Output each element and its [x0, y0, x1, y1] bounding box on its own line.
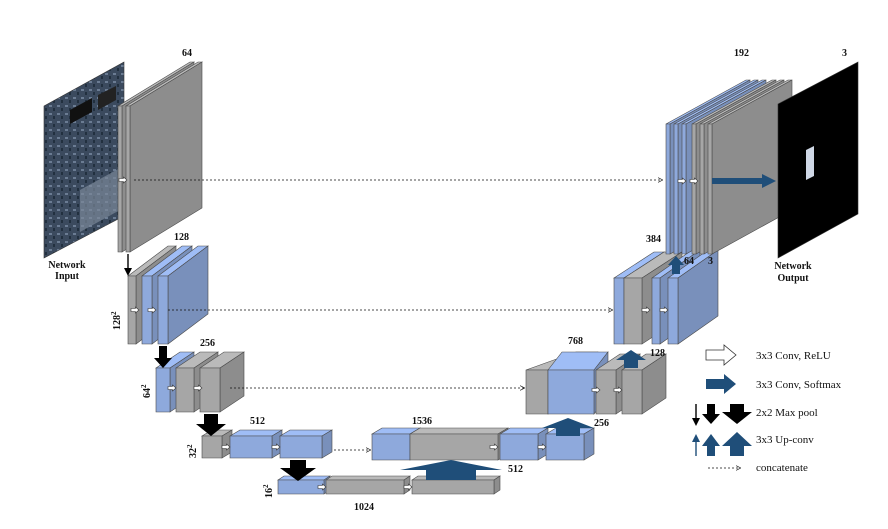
down-arrow-icon — [692, 404, 752, 426]
conv-arrow-icon — [641, 306, 651, 314]
input-image — [43, 61, 125, 259]
up-arrow-icon — [692, 432, 752, 456]
label-bottleneck-concat: 1536 — [412, 416, 432, 427]
label-dec2-concat: 384 — [646, 234, 661, 245]
legend-item-conv-softmax: 3x3 Conv, Softmax — [756, 379, 842, 391]
legend: 3x3 Conv, ReLU 3x3 Conv, Softmax 2x2 Max… — [692, 344, 842, 474]
conv-arrow-icon — [689, 177, 699, 185]
legend-item-conv-relu: 3x3 Conv, ReLU — [756, 350, 831, 362]
down-arrow-icon — [124, 254, 132, 276]
conv-arrow-icon — [118, 176, 128, 184]
label-enc3: 256 — [200, 338, 215, 349]
label-bottleneck: 1024 — [354, 502, 374, 513]
conv-arrow-icon — [677, 177, 687, 185]
down-arrow-icon — [196, 414, 226, 436]
down-arrow-icon — [280, 460, 316, 481]
legend-item-maxpool: 2x2 Max pool — [756, 407, 818, 419]
label-enc4: 512 — [250, 416, 265, 427]
conv-arrow-icon — [147, 306, 157, 314]
res-label-32: 322 — [186, 444, 199, 458]
label-dec3-out: 256 — [594, 418, 609, 429]
upconv-arrows — [400, 256, 684, 480]
output-image — [777, 61, 859, 259]
conv-arrow-icon — [130, 306, 140, 314]
channel-labels: 64 128 256 512 1536 1024 512 768 256 384… — [174, 48, 847, 513]
conv-arrow-icon — [659, 306, 669, 314]
conv-arrow-icon — [489, 443, 499, 451]
input-label-line2: Input — [55, 271, 80, 282]
layer-enc4-blue-a — [228, 429, 284, 459]
legend-item-upconv: 3x3 Up-conv — [756, 434, 814, 446]
up-arrow-icon — [616, 350, 646, 368]
layer-enc4-gray — [200, 429, 234, 459]
output-label-line2: Output — [777, 273, 809, 284]
res-label-16: 162 — [262, 484, 275, 498]
layer-enc1-b — [124, 61, 204, 253]
conv-arrow-icon — [167, 384, 177, 392]
conv-arrow-icon — [221, 443, 231, 451]
layer-bottleneck-gray-a — [325, 475, 411, 495]
layer-enc2-blue-b — [157, 245, 209, 345]
conv-arrow-icon — [193, 384, 203, 392]
layer-blocks — [116, 61, 793, 495]
label-dec4-out: 512 — [508, 464, 523, 475]
skip-connections — [134, 180, 662, 450]
layer-enc4-blue-b — [278, 429, 334, 459]
layer-dec1-gray-c — [707, 79, 793, 255]
conv-arrow-icon — [613, 386, 623, 394]
maxpool-arrows — [124, 254, 316, 481]
up-arrow-icon — [400, 460, 502, 480]
label-dec3-concat: 768 — [568, 336, 583, 347]
conv-arrow-icon — [271, 443, 281, 451]
conv-arrow-icon — [403, 483, 413, 491]
label-dec1-concat: 192 — [734, 48, 749, 59]
label-dec2-out: 128 — [650, 348, 665, 359]
layer-dec4-concat-gray — [408, 427, 510, 461]
legend-item-concatenate: concatenate — [756, 462, 808, 474]
down-arrow-icon — [154, 346, 172, 368]
conv-arrow-icon — [537, 443, 547, 451]
output-label-line1: Network — [774, 261, 812, 272]
conv-arrow-icon — [317, 483, 327, 491]
up-arrow-icon — [668, 256, 684, 274]
white-arrow-icon — [705, 344, 737, 366]
input-label-line1: Network — [48, 260, 86, 271]
up-arrow-icon — [542, 418, 594, 436]
label-output: 3 — [842, 48, 847, 59]
layer-dec4-blue-a — [498, 427, 550, 461]
res-label-128: 1282 — [110, 311, 123, 330]
res-label-64: 642 — [140, 384, 153, 398]
conv-arrow-icon — [591, 386, 601, 394]
label-enc1: 64 — [182, 48, 192, 59]
label-dec1-out: 64 — [684, 256, 694, 267]
softmax-arrow — [712, 174, 776, 188]
resolution-labels: 1282 642 322 162 — [110, 311, 275, 498]
label-enc2: 128 — [174, 232, 189, 243]
navy-arrow-icon — [706, 374, 736, 394]
label-dec1-out-b: 3 — [708, 256, 713, 267]
layer-dec2-blue-b — [667, 249, 719, 345]
layer-enc3-gray-b — [199, 351, 245, 413]
